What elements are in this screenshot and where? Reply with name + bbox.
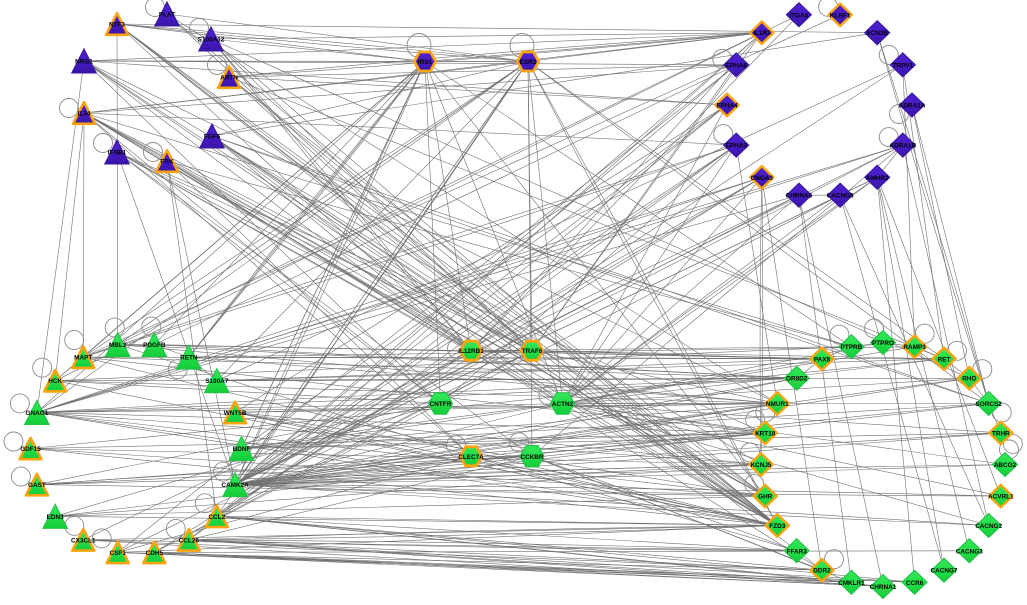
svg-text:EPHA3: EPHA3: [726, 143, 748, 150]
svg-text:HCK: HCK: [48, 378, 62, 385]
svg-text:ADRA1B: ADRA1B: [889, 143, 916, 150]
svg-text:PLAT: PLAT: [159, 12, 175, 19]
svg-text:CMKLR1: CMKLR1: [838, 580, 865, 587]
svg-text:EPHA4: EPHA4: [716, 103, 738, 110]
svg-text:IRS1: IRS1: [418, 59, 433, 66]
svg-text:CACNG5: CACNG5: [827, 193, 854, 200]
svg-text:RHO: RHO: [962, 376, 976, 383]
svg-text:ESR2: ESR2: [520, 59, 537, 66]
svg-text:ARTN: ARTN: [220, 75, 238, 82]
svg-text:ACVRL1: ACVRL1: [988, 494, 1014, 501]
svg-text:PDGFB: PDGFB: [143, 342, 166, 349]
svg-text:EDN3: EDN3: [47, 514, 64, 521]
svg-text:KRT18: KRT18: [755, 430, 776, 437]
svg-text:BDNF: BDNF: [233, 446, 251, 453]
svg-text:TRPV1: TRPV1: [892, 62, 913, 69]
svg-text:IL1R2: IL1R2: [753, 30, 771, 37]
svg-text:GHR: GHR: [758, 494, 773, 501]
svg-text:AMHR2: AMHR2: [866, 175, 889, 182]
svg-text:FRK: FRK: [160, 159, 174, 166]
svg-text:CACNG3: CACNG3: [956, 548, 983, 555]
svg-text:FGF6: FGF6: [204, 134, 221, 141]
svg-text:RET: RET: [938, 356, 951, 363]
svg-text:CACNG2: CACNG2: [975, 523, 1002, 530]
svg-text:MAPT: MAPT: [74, 355, 92, 362]
svg-text:KCNJ5: KCNJ5: [751, 462, 772, 469]
svg-text:RETN: RETN: [180, 355, 198, 362]
svg-text:NRG1: NRG1: [75, 59, 93, 66]
svg-text:CDH5: CDH5: [146, 550, 164, 557]
svg-text:PTPRO: PTPRO: [872, 340, 894, 347]
svg-text:FFAR3: FFAR3: [787, 548, 808, 555]
svg-text:PAX8: PAX8: [814, 356, 831, 363]
svg-text:IL12RB1: IL12RB1: [458, 348, 484, 355]
svg-text:CHRNA5: CHRNA5: [786, 193, 813, 200]
svg-text:CX3CL1: CX3CL1: [71, 537, 96, 544]
svg-text:SORCS2: SORCS2: [976, 401, 1003, 408]
svg-text:WNT5B: WNT5B: [224, 410, 247, 417]
svg-text:S100A7: S100A7: [205, 378, 229, 385]
svg-text:MBL2: MBL2: [109, 342, 127, 349]
svg-text:GAST: GAST: [28, 482, 46, 489]
svg-text:IL34: IL34: [78, 111, 91, 118]
svg-text:CCL26: CCL26: [179, 537, 200, 544]
svg-text:NTF3: NTF3: [109, 22, 125, 29]
svg-text:ACTN2: ACTN2: [552, 401, 574, 408]
svg-text:CAMK2A: CAMK2A: [221, 482, 249, 489]
svg-text:ADRA1A: ADRA1A: [899, 103, 926, 110]
svg-text:CNTFR: CNTFR: [430, 401, 452, 408]
svg-text:PTPRB: PTPRB: [841, 344, 863, 351]
svg-text:ITGA8: ITGA8: [789, 12, 808, 19]
svg-text:DDR2: DDR2: [813, 568, 831, 575]
svg-text:GDF15: GDF15: [20, 446, 41, 453]
svg-text:TRAF6: TRAF6: [522, 348, 543, 355]
svg-text:KLRF1: KLRF1: [830, 12, 851, 19]
svg-text:CLEC7A: CLEC7A: [458, 454, 484, 461]
svg-text:ABCG2: ABCG2: [994, 462, 1017, 469]
svg-text:CACNG7: CACNG7: [931, 568, 958, 575]
svg-text:CSF1: CSF1: [110, 550, 127, 557]
svg-text:FZD3: FZD3: [769, 523, 785, 530]
svg-text:S100A12: S100A12: [198, 37, 225, 44]
svg-text:CCKBR: CCKBR: [520, 454, 543, 461]
svg-text:CNGA3: CNGA3: [751, 175, 774, 182]
svg-text:CCR6: CCR6: [906, 580, 924, 587]
svg-text:CHRNA1: CHRNA1: [870, 584, 897, 591]
svg-text:OR8D2: OR8D2: [786, 376, 808, 383]
svg-text:CCL2: CCL2: [208, 514, 225, 521]
svg-text:TRHR: TRHR: [992, 430, 1010, 437]
svg-text:NMUR1: NMUR1: [766, 401, 789, 408]
svg-text:SCN3B: SCN3B: [866, 30, 888, 37]
svg-text:IFNB1: IFNB1: [108, 150, 127, 157]
svg-text:GNAO1: GNAO1: [26, 410, 49, 417]
svg-text:RAMP3: RAMP3: [903, 344, 926, 351]
svg-text:EPHA8: EPHA8: [726, 62, 748, 69]
